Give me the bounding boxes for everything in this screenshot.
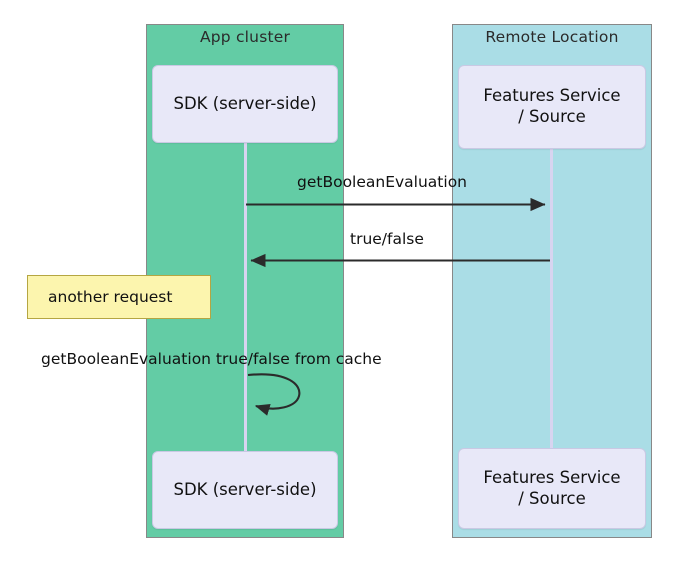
lifeline-sdk <box>244 143 247 451</box>
message-label-true-false: true/false <box>350 230 424 248</box>
lifeline-features-service <box>550 148 553 448</box>
message-label-get-boolean-evaluation: getBooleanEvaluation <box>297 173 468 191</box>
participant-sdk-bottom-label: SDK (server-side) <box>173 479 317 499</box>
note-another-request[interactable]: another request <box>27 275 211 319</box>
participant-sdk-top[interactable]: SDK (server-side) <box>152 65 338 143</box>
message-label-self-cache: getBooleanEvaluation true/false from cac… <box>41 350 382 368</box>
group-title-remote-location: Remote Location <box>485 28 619 46</box>
group-title-app-cluster: App cluster <box>199 28 291 46</box>
participant-features-service-top[interactable]: Features Service / Source <box>458 65 646 149</box>
participant-features-service-bottom-label: Features Service / Source <box>483 467 621 508</box>
participant-sdk-top-label: SDK (server-side) <box>173 93 317 113</box>
participant-features-service-top-label: Features Service / Source <box>483 86 621 126</box>
participant-sdk-bottom[interactable]: SDK (server-side) <box>152 451 338 529</box>
participant-features-service-bottom[interactable]: Features Service / Source <box>458 448 646 529</box>
note-another-request-text: another request <box>48 288 173 306</box>
